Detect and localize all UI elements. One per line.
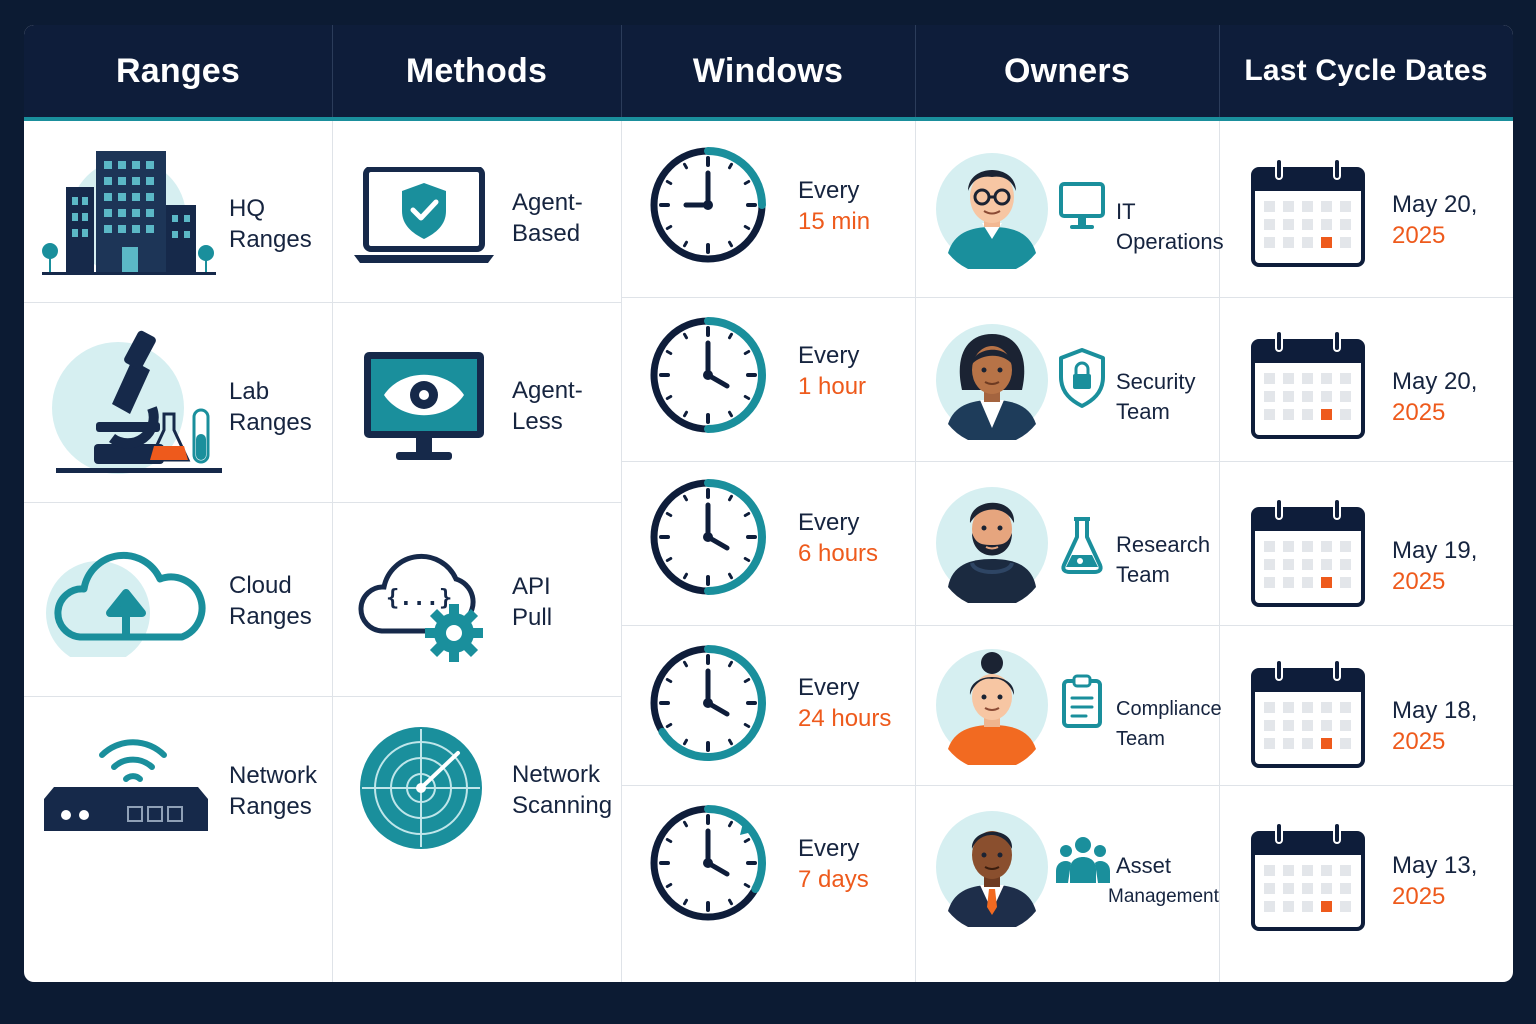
column-divider (915, 121, 916, 982)
date-label: May 13,2025 (1392, 852, 1478, 910)
row-divider (24, 502, 621, 503)
row-divider (621, 625, 1513, 626)
woman-avatar (936, 324, 1048, 440)
clock-icon (650, 147, 766, 263)
lock-shield-icon (1059, 348, 1105, 408)
method-label: Agent-Based (512, 189, 583, 247)
column-divider (621, 121, 622, 982)
man-glasses-avatar (936, 153, 1048, 269)
calendar-icon (1251, 498, 1365, 607)
row-divider (24, 696, 621, 697)
microscope-icon (52, 330, 222, 474)
date-label: May 18,2025 (1392, 697, 1478, 755)
header-methods: Methods (405, 51, 548, 90)
row-divider (621, 785, 1513, 786)
bearded-man-avatar (936, 487, 1048, 603)
header-ranges: Ranges (115, 51, 241, 90)
column-divider (332, 121, 333, 982)
row-divider (621, 297, 1513, 298)
clipboard-icon (1062, 674, 1102, 728)
method-label: Agent-Less (512, 377, 583, 435)
laptop-shield-icon (354, 167, 494, 263)
header-last-cycle-dates: Last Cycle Dates (1244, 54, 1488, 87)
header-windows: Windows (692, 51, 844, 90)
calendar-icon (1251, 330, 1365, 439)
header-rule (24, 117, 1513, 121)
table-header (24, 25, 1513, 117)
office-building-icon (42, 151, 216, 275)
calendar-icon (1251, 158, 1365, 267)
flask-icon (1061, 517, 1103, 574)
radar-icon (360, 727, 482, 849)
clock-refresh-icon (650, 805, 766, 921)
svg-text:{...}: {...} (386, 586, 452, 611)
man-suit-avatar (936, 811, 1048, 927)
date-label: May 20,2025 (1392, 368, 1478, 426)
date-label: May 20,2025 (1392, 191, 1478, 249)
monitor-eye-icon (364, 352, 484, 460)
people-group-icon (1056, 837, 1110, 883)
header-divider (915, 25, 916, 117)
date-label: May 19,2025 (1392, 537, 1478, 595)
row-divider (24, 302, 621, 303)
clock-icon (650, 317, 766, 433)
header-divider (1219, 25, 1220, 117)
calendar-icon (1251, 822, 1365, 931)
monitor-icon (1059, 182, 1105, 229)
woman-bun-avatar (936, 649, 1048, 765)
clock-icon (650, 479, 766, 595)
column-divider (1219, 121, 1220, 982)
cloud-upload-icon (46, 551, 206, 657)
calendar-icon (1251, 659, 1365, 768)
schedule-table: Ranges Methods Windows Owners Last Cycle… (24, 25, 1513, 982)
header-divider (332, 25, 333, 117)
header-owners: Owners (1004, 51, 1130, 90)
clock-icon (650, 645, 766, 761)
router-icon (44, 739, 208, 831)
cloud-code-gear-icon: {...} (358, 553, 483, 662)
row-divider (621, 461, 1513, 462)
header-divider (621, 25, 622, 117)
